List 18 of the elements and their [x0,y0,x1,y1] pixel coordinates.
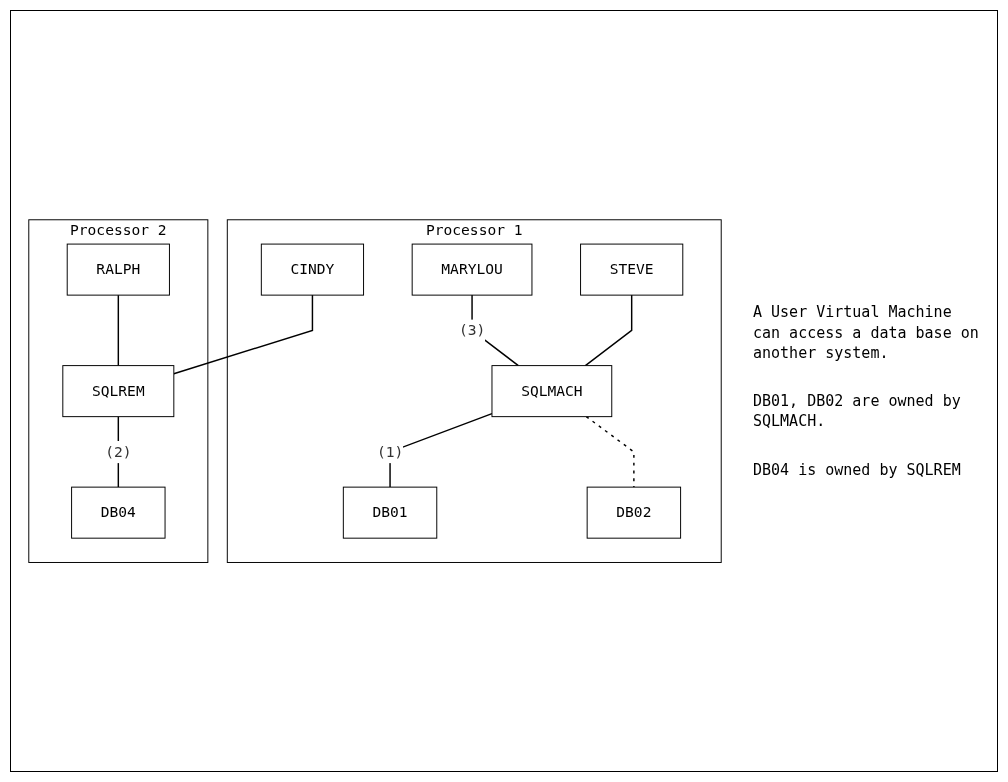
note-text: DB04 is owned by SQLREM [753,459,962,480]
node-box: STEVE [580,243,684,296]
edge-label: (2) [105,442,132,461]
node-box: DB02 [586,486,682,539]
edge-label: (1) [376,442,404,461]
node-box: CINDY [260,243,365,296]
node-box: DB04 [71,486,166,539]
connector [173,294,314,375]
node-box: MARYLOU [411,243,533,296]
node-box: SQLREM [62,365,175,417]
node-box: SQLMACH [491,365,613,417]
connector [584,294,633,367]
node-box: RALPH [66,243,170,296]
edge-label: (3) [458,321,486,339]
connector [117,294,120,367]
note-text: DB01, DB02 are owned by SQLMACH. [753,391,962,432]
node-box: DB01 [342,486,438,539]
note-text: A User Virtual Machine can access a data base on another system. [753,302,980,363]
